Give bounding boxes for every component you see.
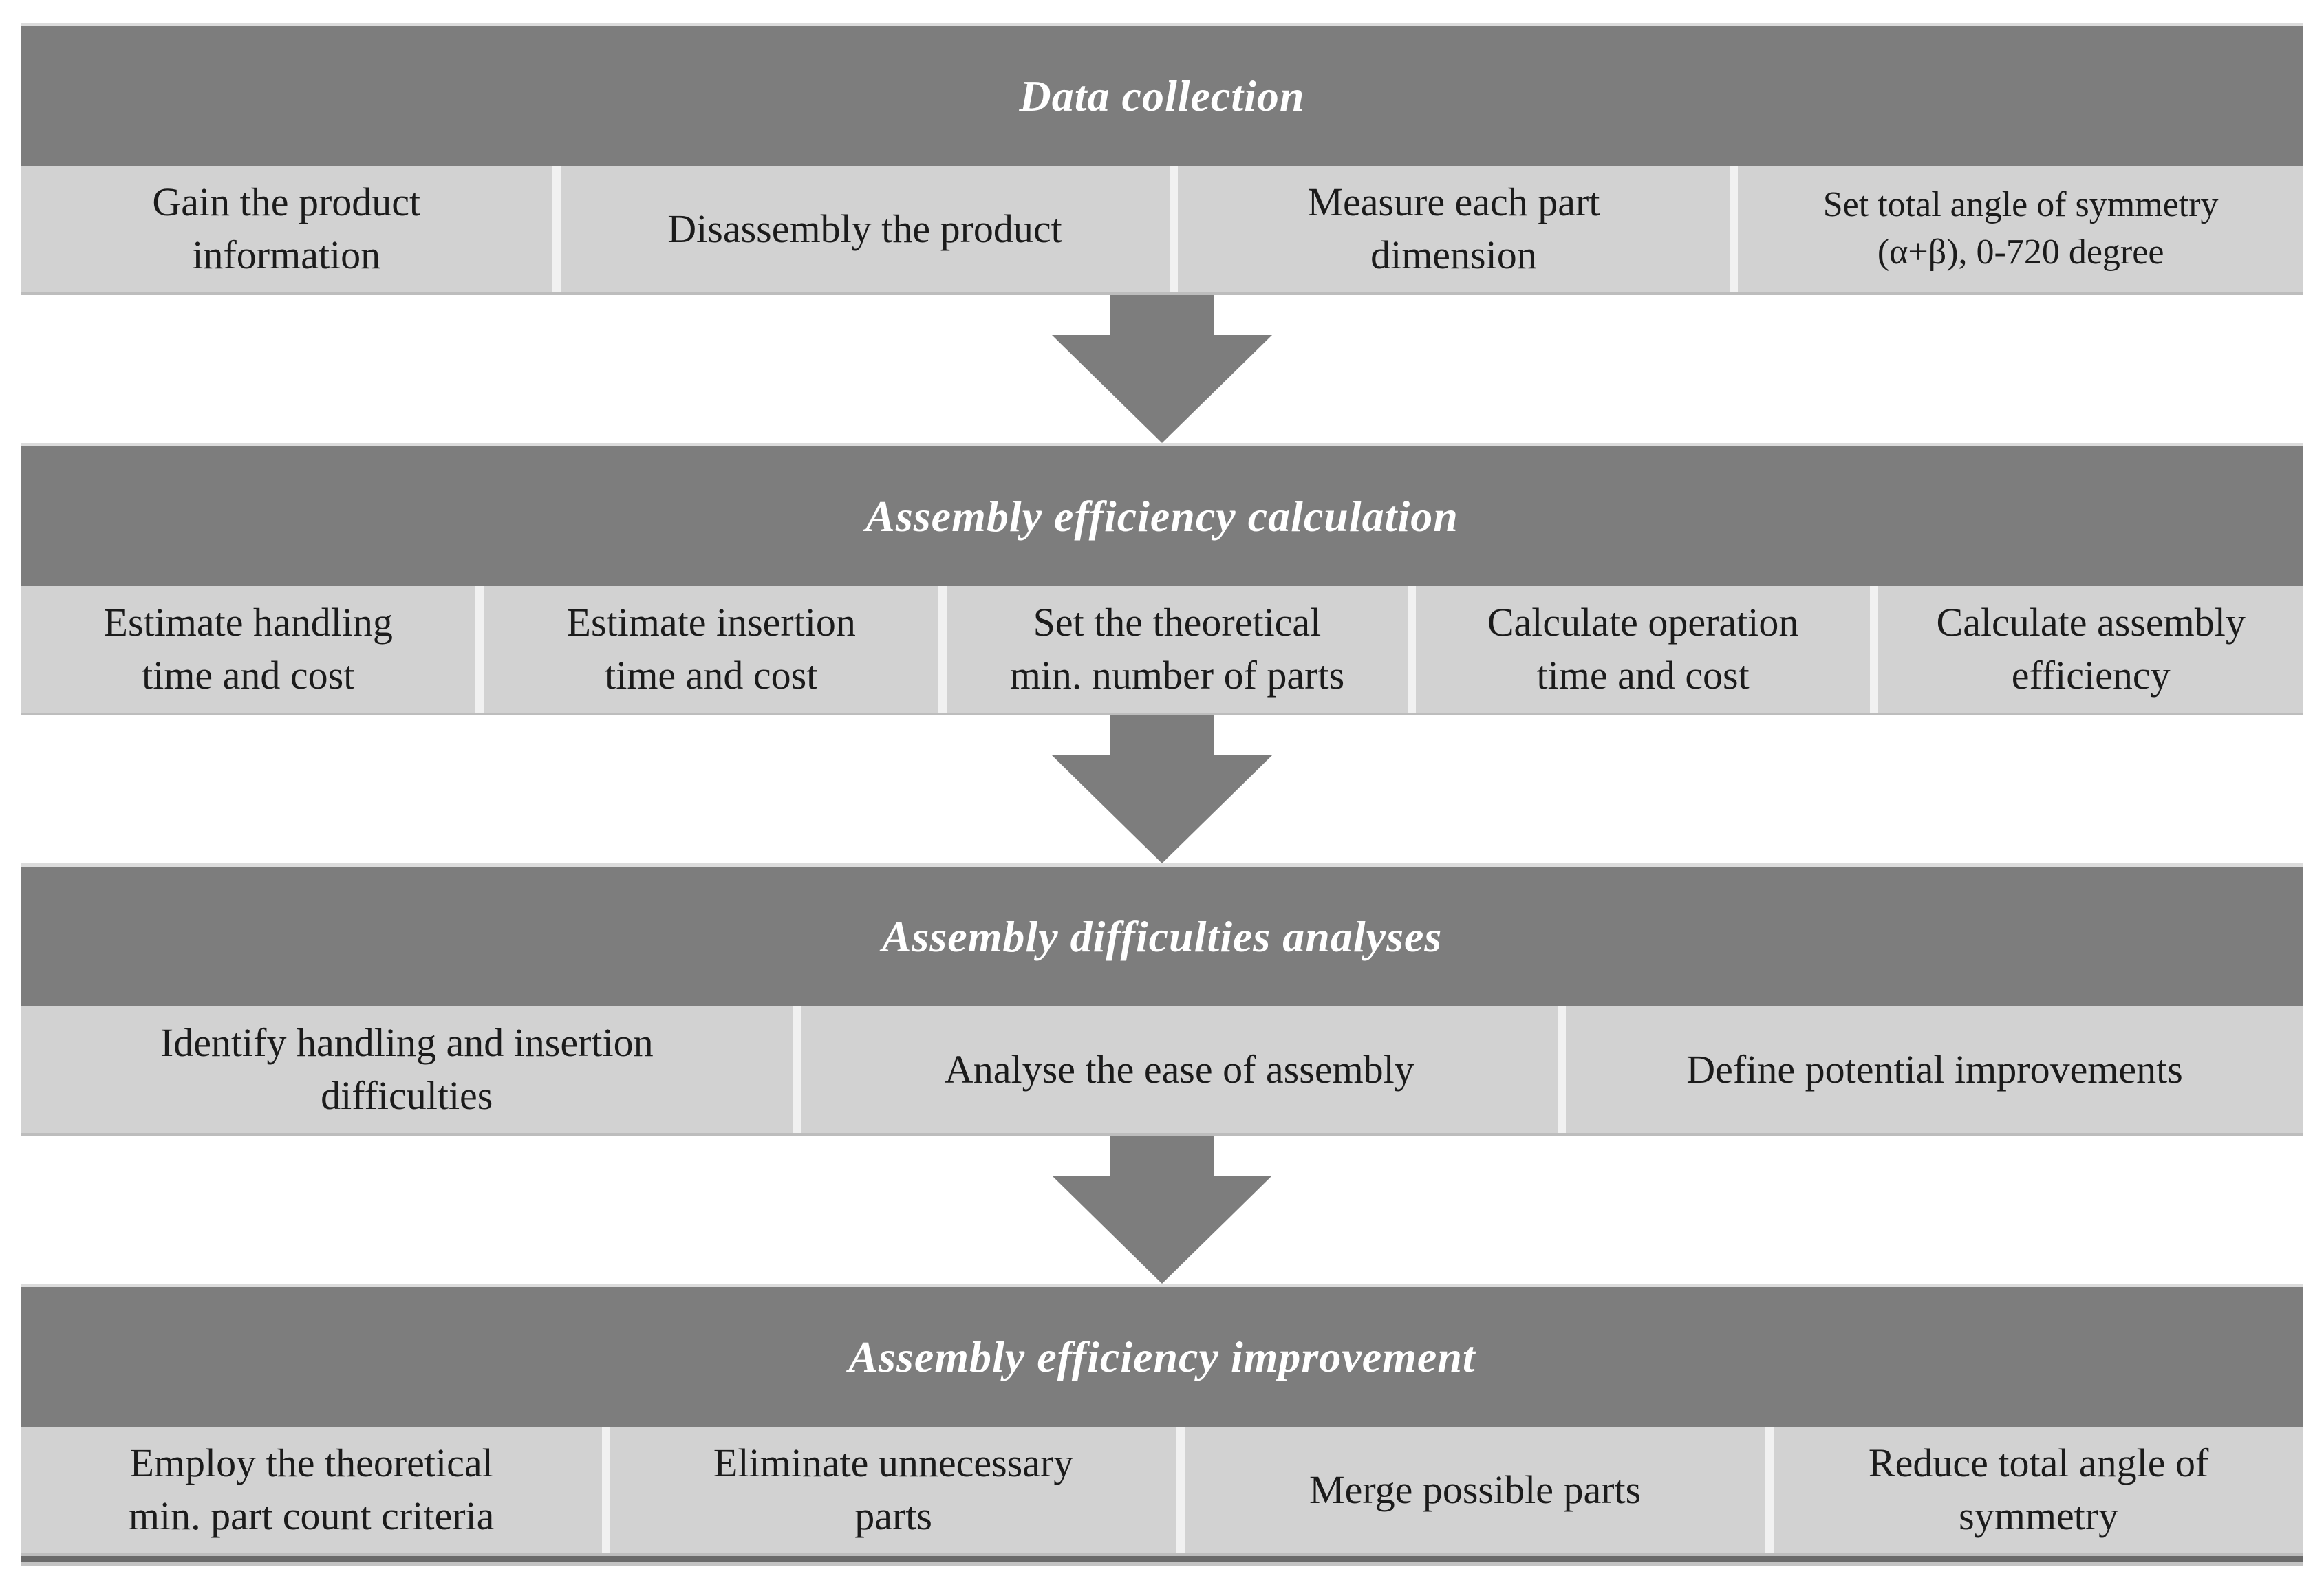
step-cell: Gain the product information bbox=[21, 166, 552, 292]
step-cell: Estimate insertion time and cost bbox=[484, 586, 938, 713]
step-cell: Analyse the ease of assembly bbox=[801, 1006, 1558, 1133]
stage-title: Data collection bbox=[1019, 71, 1305, 120]
stage-assembly-difficulties-analyses: Assembly difficulties analyses Identify … bbox=[21, 863, 2303, 1136]
step-cell: Set total angle of symmetry (α+β), 0-720… bbox=[1738, 166, 2303, 292]
flow-connector bbox=[21, 1136, 2303, 1284]
stage-data-collection: Data collection Gain the product informa… bbox=[21, 23, 2303, 295]
stage-steps-row: Employ the theoretical min. part count c… bbox=[21, 1427, 2303, 1556]
step-cell: Measure each part dimension bbox=[1177, 166, 1730, 292]
step-cell: Calculate operation time and cost bbox=[1415, 586, 1871, 713]
stage-steps-row: Identify handling and insertion difficul… bbox=[21, 1006, 2303, 1136]
down-arrow-icon bbox=[1052, 715, 1272, 863]
step-cell: Eliminate unnecessary parts bbox=[610, 1427, 1176, 1553]
step-cell: Disassembly the product bbox=[560, 166, 1170, 292]
stage-title: Assembly efficiency calculation bbox=[865, 491, 1459, 541]
stage-title: Assembly efficiency improvement bbox=[848, 1332, 1476, 1381]
step-cell: Merge possible parts bbox=[1184, 1427, 1766, 1553]
stage-header: Assembly efficiency calculation bbox=[21, 443, 2303, 586]
stage-header: Assembly efficiency improvement bbox=[21, 1284, 2303, 1427]
down-arrow-icon bbox=[1052, 1136, 1272, 1284]
step-cell: Define potential improvements bbox=[1566, 1006, 2303, 1133]
stage-steps-row: Estimate handling time and cost Estimate… bbox=[21, 586, 2303, 715]
step-cell: Employ the theoretical min. part count c… bbox=[21, 1427, 603, 1553]
figure-bottom-border-shadow bbox=[21, 1562, 2303, 1566]
step-cell: Set the theoretical min. number of parts bbox=[947, 586, 1408, 713]
stage-title: Assembly difficulties analyses bbox=[881, 911, 1443, 961]
down-arrow-icon bbox=[1052, 295, 1272, 443]
step-cell: Calculate assembly efficiency bbox=[1878, 586, 2303, 713]
stage-header: Data collection bbox=[21, 23, 2303, 166]
step-cell: Estimate handling time and cost bbox=[21, 586, 476, 713]
flow-connector bbox=[21, 715, 2303, 863]
stage-assembly-efficiency-improvement: Assembly efficiency improvement Employ t… bbox=[21, 1284, 2303, 1556]
step-cell: Identify handling and insertion difficul… bbox=[21, 1006, 793, 1133]
figure-bottom-border bbox=[21, 1556, 2303, 1562]
flow-connector bbox=[21, 295, 2303, 443]
stage-steps-row: Gain the product information Disassembly… bbox=[21, 166, 2303, 295]
stage-header: Assembly difficulties analyses bbox=[21, 863, 2303, 1006]
stage-assembly-efficiency-calculation: Assembly efficiency calculation Estimate… bbox=[21, 443, 2303, 715]
step-cell: Reduce total angle of symmetry bbox=[1774, 1427, 2303, 1553]
